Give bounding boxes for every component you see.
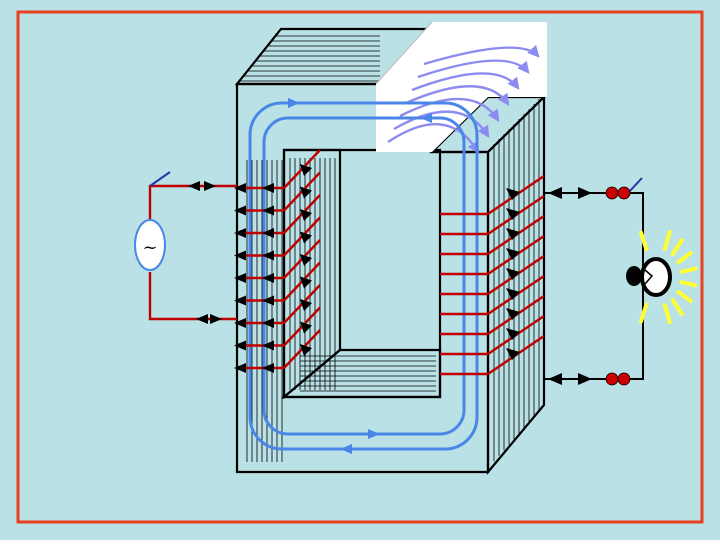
border-frame — [16, 10, 704, 524]
primary-slant-arrow — [300, 164, 312, 176]
lamp-glow-ray — [662, 303, 672, 325]
primary-turn-arrow — [262, 205, 274, 216]
radiating-flux-arc — [393, 110, 490, 139]
primary-turn-arrow — [262, 340, 274, 351]
primary-slant-arrow — [300, 321, 312, 334]
ac-source-body — [134, 219, 166, 271]
flux-arrows — [288, 98, 432, 454]
lamp-glow-ray — [639, 302, 649, 324]
flux-arrow — [340, 444, 352, 454]
primary-turn-arrow — [262, 363, 274, 373]
radiating-flux-arc — [411, 72, 520, 92]
radiating-flux-arc — [423, 44, 540, 66]
primary-switch-blade — [149, 171, 171, 187]
secondary-slant-arrow — [506, 328, 520, 340]
secondary-slant-arrow — [506, 228, 520, 240]
primary-turn-arrow — [262, 183, 274, 193]
primary-turn-arrow — [262, 318, 274, 328]
primary-arrow-top-2 — [204, 181, 216, 191]
primary-turn-arrow — [234, 318, 246, 328]
primary-turn-arrow — [234, 295, 246, 306]
primary-arrow-bottom-1 — [196, 314, 208, 324]
lamp-glow-ray — [676, 290, 693, 303]
flux-loops — [248, 101, 479, 451]
light-bulb-icon — [626, 229, 698, 325]
terminal-bottom-2 — [617, 372, 631, 386]
secondary-switch-blade — [627, 177, 643, 194]
primary-turn-arrow — [262, 273, 274, 283]
secondary-arrow-top-2 — [578, 187, 592, 199]
lamp-filament — [644, 269, 654, 285]
primary-turn-arrow — [234, 183, 246, 193]
lamp-base — [626, 266, 642, 286]
radiating-flux — [387, 44, 540, 155]
radiating-flux-arc — [399, 97, 500, 123]
secondary-arrow-bottom-1 — [548, 373, 562, 385]
primary-turn-arrow — [234, 273, 246, 283]
lamp-glow-ray — [670, 238, 684, 257]
lamp-glow-ray — [679, 280, 698, 288]
flux-arrow — [420, 113, 432, 123]
secondary-arrow-top-1 — [548, 187, 562, 199]
lamp-glow-ray — [679, 266, 698, 274]
winding-arrows — [234, 164, 520, 373]
cutaway-edge — [375, 21, 433, 85]
primary-turn-arrow — [234, 363, 246, 373]
radiating-flux-arc — [387, 123, 480, 155]
flux-loop-inner — [262, 116, 466, 436]
primary-slant-arrow — [300, 299, 312, 311]
terminal-top-2 — [617, 186, 631, 200]
flux-arrow — [368, 429, 380, 439]
terminal-bottom-1 — [605, 372, 619, 386]
radiating-flux-arc — [405, 85, 510, 106]
ac-source-symbol: ~ — [142, 237, 157, 258]
primary-turn-arrow — [234, 340, 246, 351]
secondary-slant-arrow — [506, 308, 520, 320]
secondary-slant-arrow — [506, 268, 520, 280]
lamp-glow-ray — [676, 251, 693, 264]
secondary-arrow-bottom-2 — [578, 373, 592, 385]
primary-arrow-top-1 — [188, 181, 200, 191]
primary-slant-arrow — [300, 186, 312, 199]
terminal-top-1 — [605, 186, 619, 200]
secondary-slant-arrow — [506, 288, 520, 300]
primary-slant-arrow — [300, 209, 312, 221]
primary-slant-arrow — [300, 276, 312, 289]
primary-turn-arrow — [262, 250, 274, 261]
radiating-flux-arc — [417, 59, 530, 79]
lamp-glow-ray — [639, 230, 649, 252]
terminals — [605, 186, 631, 386]
secondary-slant-arrow — [506, 248, 520, 260]
primary-slant-arrow — [300, 231, 312, 244]
primary-turn-arrow — [234, 228, 246, 238]
primary-turn-arrow — [234, 205, 246, 216]
flux-arrow — [288, 98, 300, 108]
primary-turn-arrow — [262, 228, 274, 238]
primary-turn-arrow — [262, 295, 274, 306]
secondary-slant-arrow — [506, 188, 520, 200]
secondary-slant-arrow — [506, 348, 520, 360]
primary-slant-arrow — [300, 254, 312, 266]
primary-arrow-bottom-2 — [210, 314, 222, 324]
lamp-glow-ray — [662, 229, 672, 251]
lamp-glow-ray — [670, 297, 684, 316]
lamp-glow — [639, 229, 698, 325]
flux-loop-outer — [248, 101, 479, 451]
ac-source-icon: ~ — [134, 219, 166, 271]
secondary-slant-arrow — [506, 208, 520, 220]
lamp-bulb — [640, 257, 672, 297]
primary-turn-arrow — [234, 250, 246, 261]
primary-slant-arrow — [300, 344, 312, 356]
